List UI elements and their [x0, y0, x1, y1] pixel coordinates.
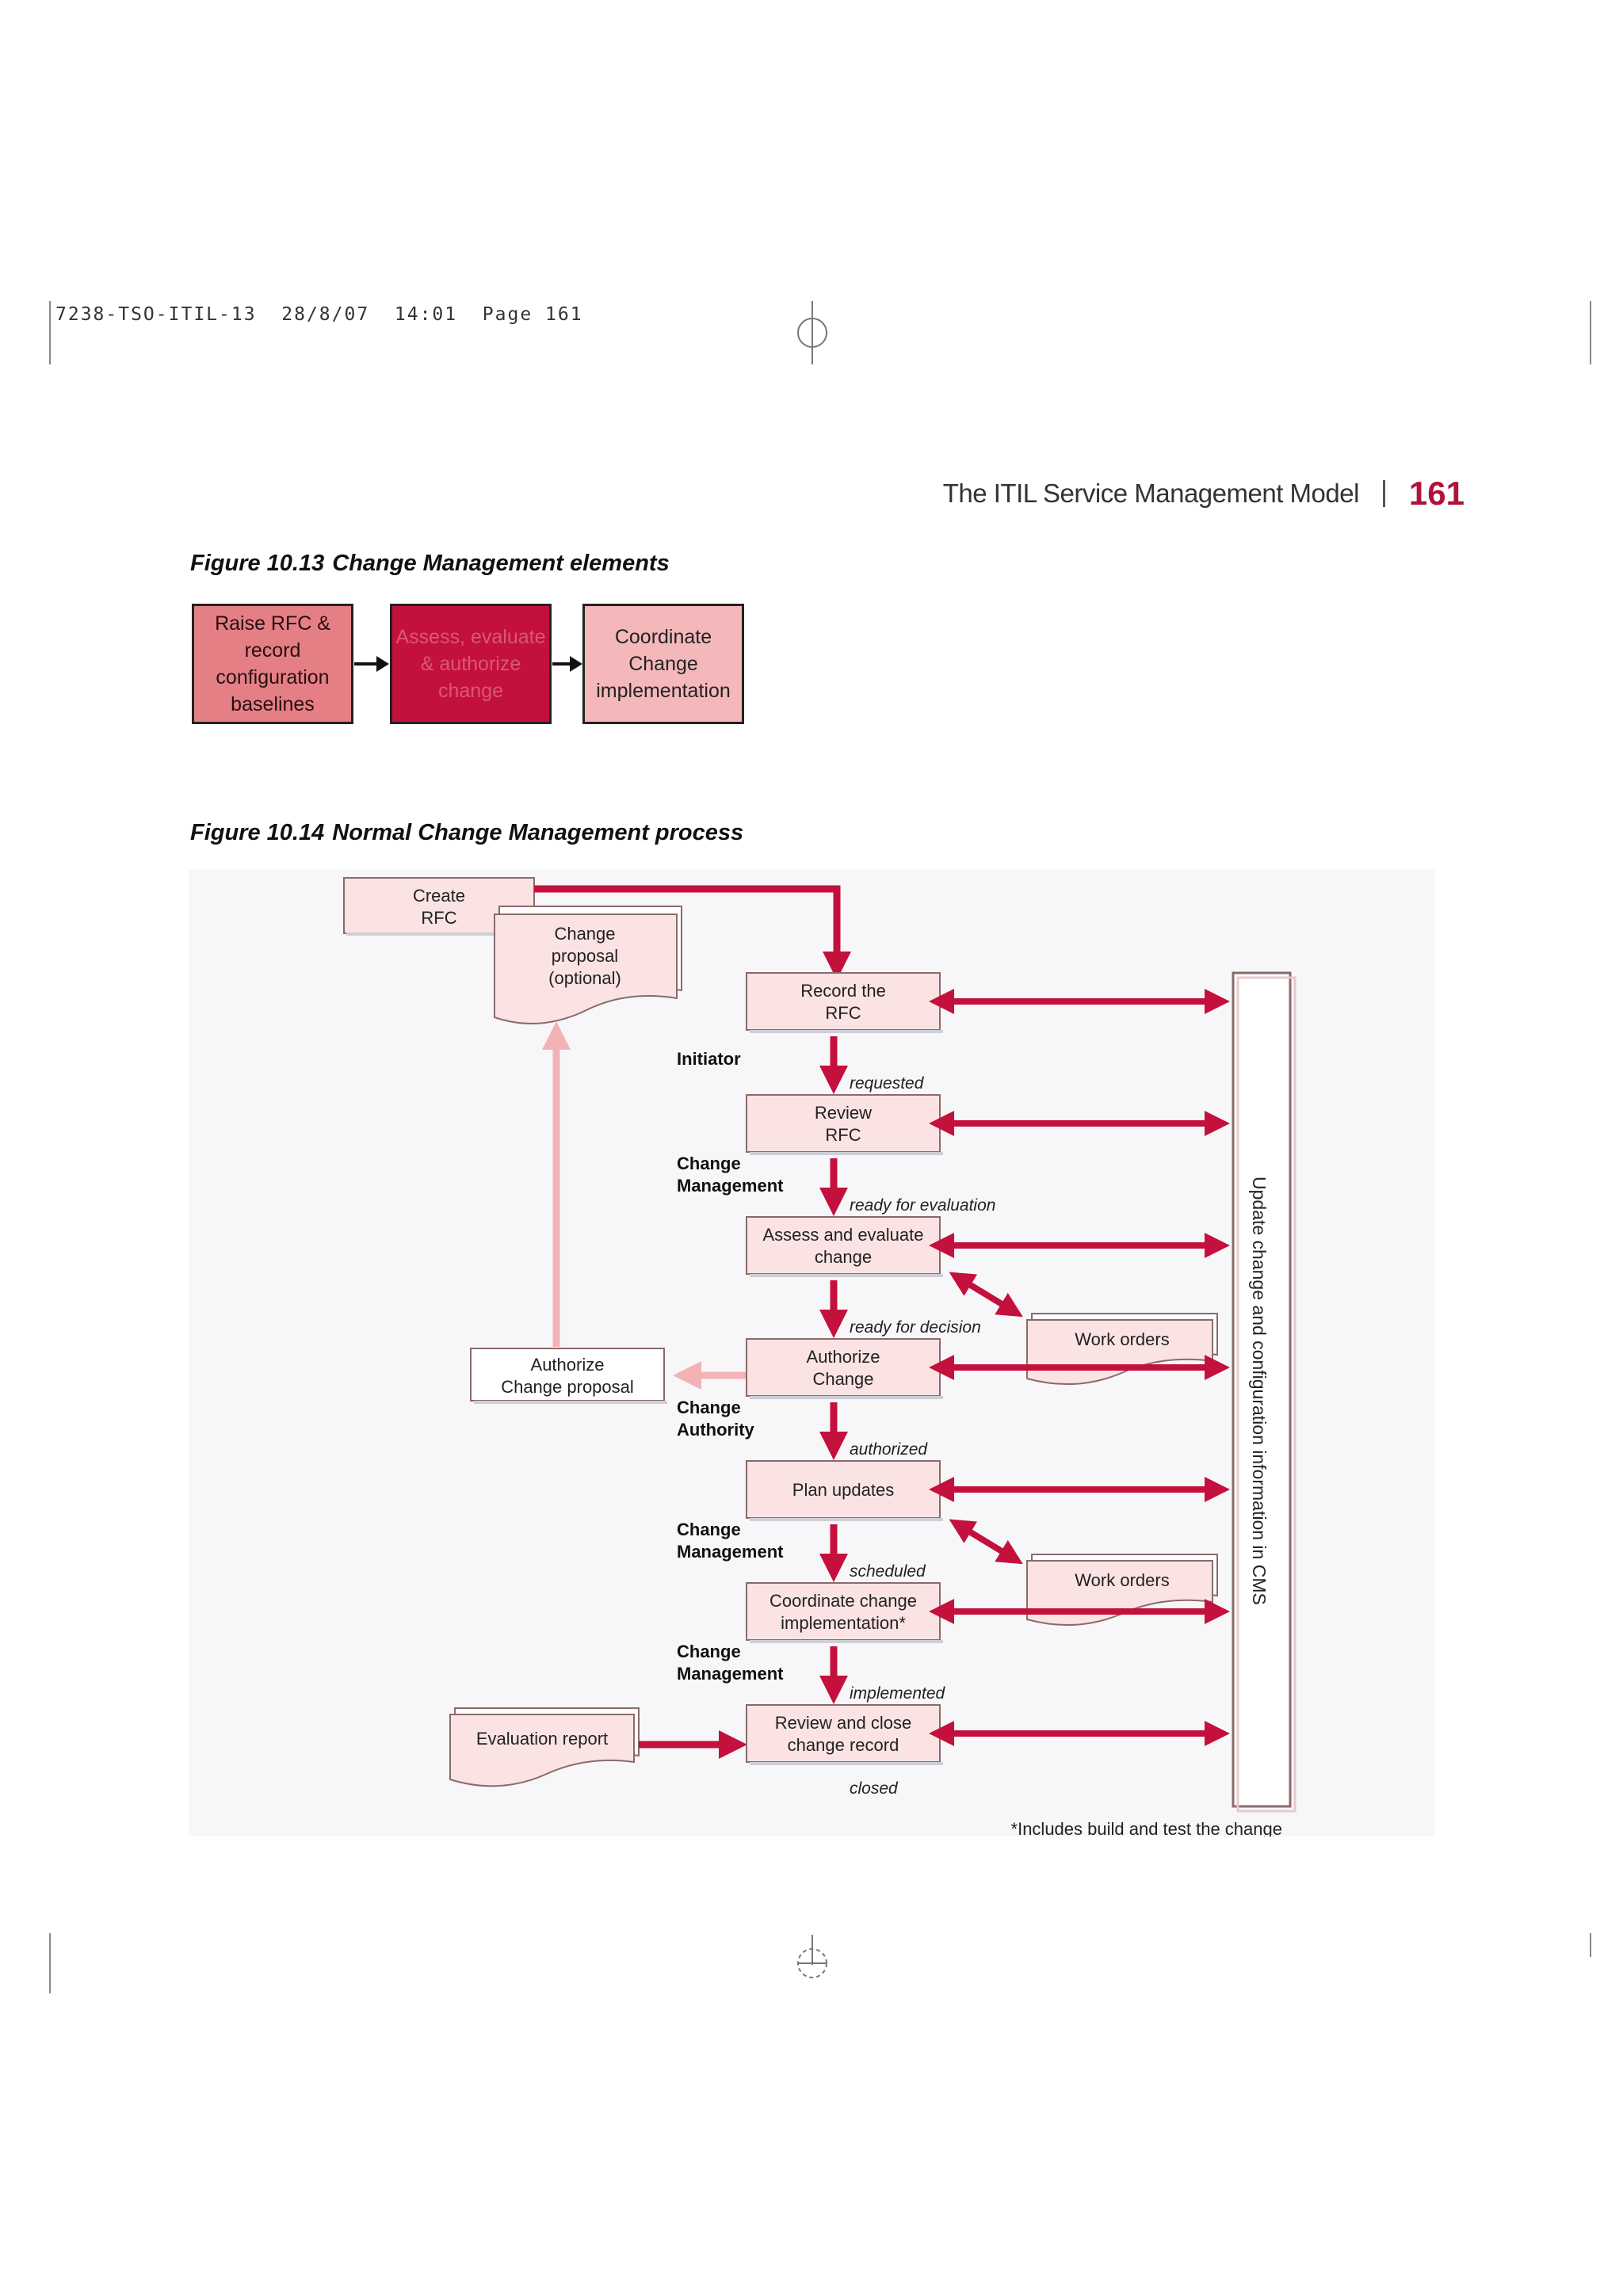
status-label: closed [850, 1779, 899, 1798]
print-slug: 7238-TSO-ITIL-13 28/8/07 14:01 Page 161 [55, 304, 583, 325]
figure-10-13-caption: Figure 10.13 Change Management elements [190, 551, 670, 577]
crop-mark-left-top [49, 301, 51, 364]
registration-mark-bottom [797, 1935, 827, 1978]
figure-number: Figure 10.14 [190, 820, 325, 845]
coordinate-implementation-box: Coordinate Change implementation [582, 604, 744, 724]
arrow-create-to-record [534, 885, 851, 980]
arrow-1-to-2 [354, 656, 389, 672]
raise-rfc-box: Raise RFC & record configuration baselin… [192, 604, 353, 724]
work-orders-label: Work orders [1075, 1329, 1169, 1349]
footnote: *Includes build and test the change [1011, 1819, 1282, 1836]
status-label: requested [850, 1074, 925, 1093]
work-orders-label: Work orders [1075, 1570, 1169, 1590]
work-orders-1: Work orders [1026, 1313, 1218, 1386]
change-process-diagram: Update change and configuration informat… [189, 870, 1434, 1839]
crop-mark-left-bottom [49, 1933, 51, 1993]
status-label: implemented [850, 1684, 946, 1703]
arrow-2-to-3 [552, 656, 582, 672]
arrow-assess-to-work-orders [949, 1272, 1023, 1318]
role-label: Initiator [677, 1049, 741, 1069]
evaluation-report-label: Evaluation report [476, 1729, 608, 1749]
status-label: authorized [850, 1440, 928, 1459]
running-head-title: The ITIL Service Management Model [942, 479, 1360, 508]
cms-label: Update change and configuration informat… [1249, 1177, 1270, 1605]
assess-authorize-box: Assess, evaluate & authorize change [390, 604, 552, 724]
arrow-plan-to-work-orders [949, 1519, 1023, 1565]
running-head: The ITIL Service Management Model 161 [943, 471, 1465, 516]
crop-mark-right-top [1590, 301, 1591, 364]
figure-number: Figure 10.13 [190, 551, 325, 576]
registration-mark-top [797, 301, 827, 364]
figure-title: Normal Change Management process [332, 820, 744, 845]
evaluation-report-document: Evaluation report [449, 1707, 640, 1787]
cms-update-box: Update change and configuration informat… [1232, 971, 1296, 1813]
figure-title: Change Management elements [332, 551, 670, 576]
process-step-label: Plan updates [792, 1480, 894, 1500]
figure-10-14-caption: Figure 10.14 Normal Change Management pro… [190, 820, 743, 846]
status-label: ready for evaluation [850, 1196, 995, 1215]
status-label: ready for decision [850, 1318, 981, 1337]
page-number: 161 [1408, 475, 1465, 512]
status-label: scheduled [850, 1562, 926, 1581]
process-step-box: Plan updates [746, 1460, 943, 1521]
running-head-divider [1382, 480, 1385, 507]
crop-mark-right-bottom [1590, 1933, 1591, 1957]
